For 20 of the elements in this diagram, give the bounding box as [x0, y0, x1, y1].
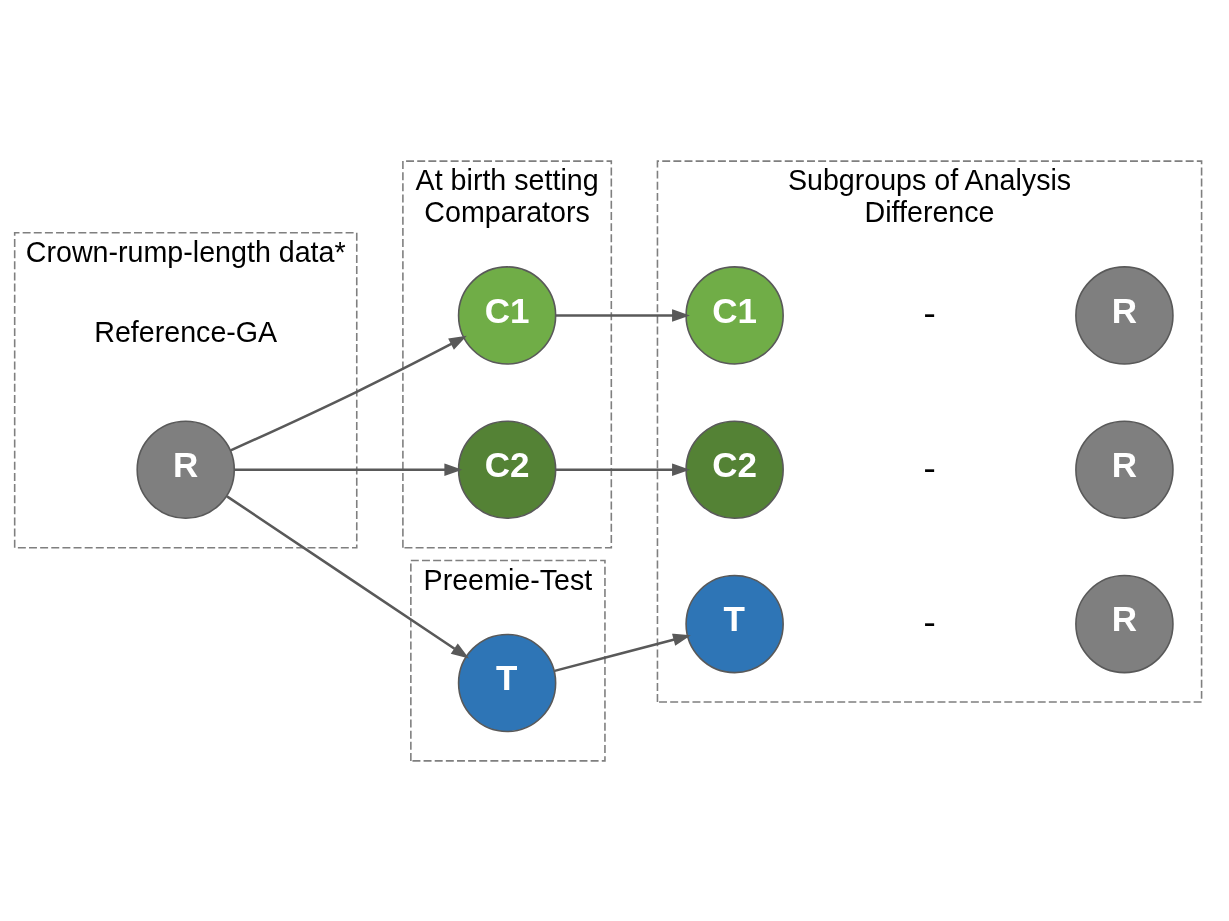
node-circle: R [1075, 574, 1174, 673]
node-circle: C1 [457, 265, 557, 365]
arrow [230, 335, 467, 452]
node-circle: R [136, 419, 236, 519]
node-circle: C1 [685, 265, 784, 365]
label: - [923, 447, 936, 487]
node-circle: R [1075, 419, 1174, 519]
node-circle: T [457, 633, 557, 732]
node-label: Reference-GA [94, 315, 278, 348]
label: - [923, 292, 936, 332]
arrow [234, 463, 463, 476]
node-circle: C2 [457, 419, 557, 519]
node-circle: C2 [685, 419, 784, 519]
arrow [226, 494, 470, 659]
label: - [923, 601, 936, 641]
node-circle: T [685, 574, 784, 673]
arrow [554, 633, 691, 672]
arrow [555, 463, 690, 476]
arrow [555, 308, 690, 322]
node-circle: R [1075, 265, 1174, 365]
